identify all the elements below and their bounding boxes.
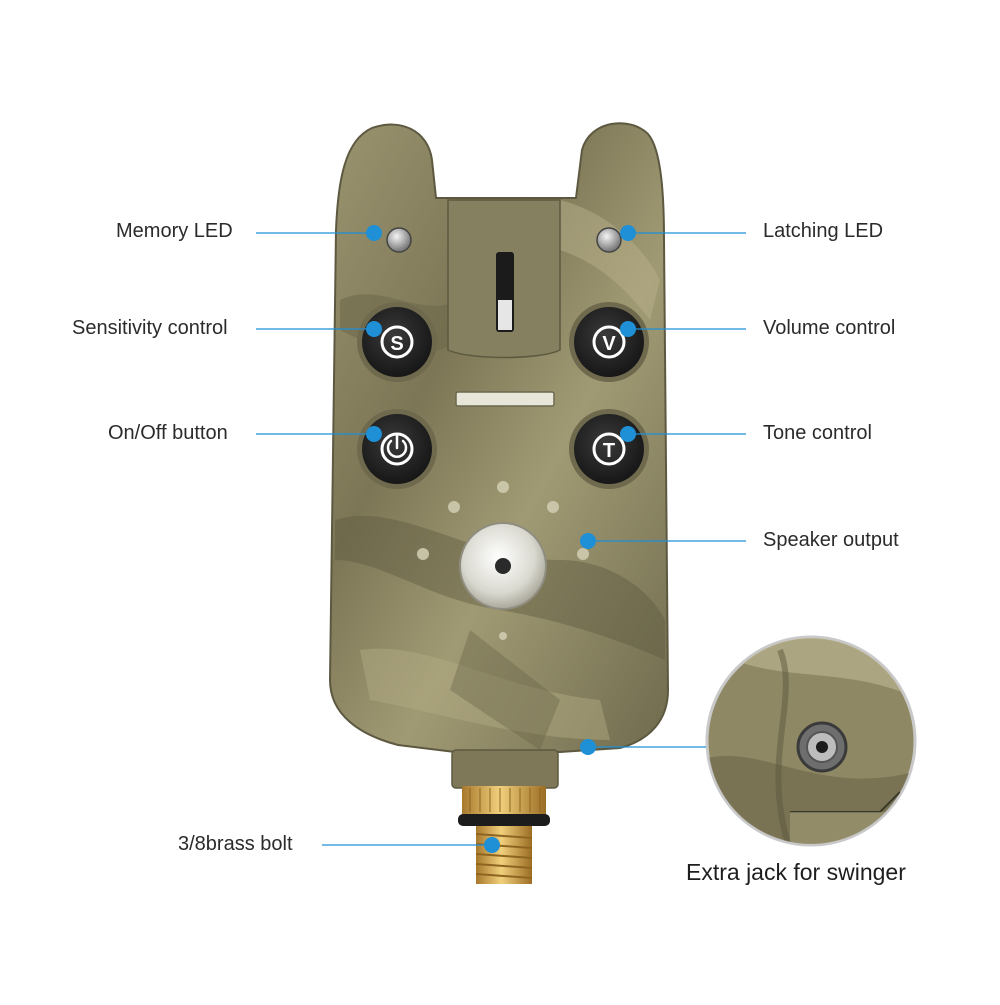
alarm-body xyxy=(328,122,670,753)
o-ring xyxy=(458,814,550,826)
power-icon xyxy=(386,439,408,458)
sensitivity-button-letter: S xyxy=(390,333,403,355)
camo-pattern xyxy=(450,630,560,750)
line-slot-sensor xyxy=(498,300,512,330)
callout-dot-volume xyxy=(620,321,636,337)
bolt-thread xyxy=(475,833,533,879)
speaker-hole xyxy=(495,558,511,574)
memory-led xyxy=(386,227,412,253)
inset-caption: Extra jack for swinger xyxy=(686,859,906,885)
label-volume-control: Volume control xyxy=(763,317,896,339)
callout-dot-sensitivity xyxy=(366,321,382,337)
callout-dot-tone xyxy=(620,426,636,442)
camo-pattern xyxy=(360,648,610,740)
callout-dot-latching-led xyxy=(620,225,636,241)
label-tone-control: Tone control xyxy=(763,422,872,444)
indicator-strip xyxy=(455,391,555,407)
camo-pattern xyxy=(560,200,660,320)
callout-dot-speaker xyxy=(580,533,596,549)
tone-button-letter: T xyxy=(603,440,615,462)
label-latching-led: Latching LED xyxy=(763,220,884,242)
swinger-jack-inset xyxy=(705,635,917,847)
label-on-off-button: On/Off button xyxy=(108,422,228,444)
latching-led xyxy=(596,227,622,253)
label-speaker-output: Speaker output xyxy=(763,529,899,551)
callout-dot-swinger-jack xyxy=(580,739,596,755)
bolt-collar xyxy=(451,749,559,789)
callout-lines xyxy=(256,232,746,846)
label-memory-led: Memory LED xyxy=(116,220,233,242)
speaker-dots xyxy=(417,481,589,640)
label-sensitivity-control: Sensitivity control xyxy=(72,317,228,339)
callout-dots xyxy=(366,225,636,853)
brass-nut xyxy=(462,786,546,814)
brass-nut-knurl xyxy=(469,788,541,812)
volume-button-letter: V xyxy=(602,333,616,355)
callout-dot-brass-bolt xyxy=(484,837,500,853)
label-brass-bolt: 3/8brass bolt xyxy=(178,833,293,855)
on-off-button[interactable] xyxy=(357,409,437,489)
callout-dot-memory-led xyxy=(366,225,382,241)
callout-dot-on-off xyxy=(366,426,382,442)
